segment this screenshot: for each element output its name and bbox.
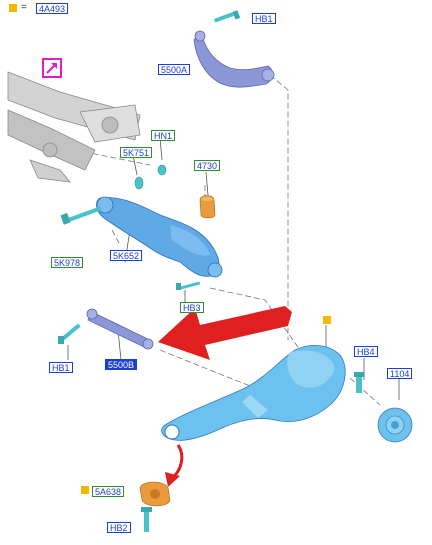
label-5A638[interactable]: 5A638 xyxy=(92,486,125,497)
bolt-5K978 xyxy=(60,206,102,225)
label-4730[interactable]: 4730 xyxy=(194,160,221,171)
knuckle-trailing-arm xyxy=(161,345,346,441)
bushing-5A638 xyxy=(139,481,171,507)
lower-control-arm-5K652 xyxy=(96,196,223,278)
solid-leaders xyxy=(67,137,400,527)
label-5K978[interactable]: 5K978 xyxy=(51,257,84,268)
label-5500B[interactable]: 5500B xyxy=(105,359,138,370)
bolt-hb2 xyxy=(141,507,152,532)
bolt-hb4 xyxy=(354,372,364,393)
label-hb3[interactable]: HB3 xyxy=(180,302,204,313)
label-hb1-left[interactable]: HB1 xyxy=(49,362,73,373)
label-hb1-top[interactable]: HB1 xyxy=(252,13,276,24)
legend-part-label[interactable]: 4A493 xyxy=(36,3,69,14)
label-5K652[interactable]: 5K652 xyxy=(110,250,143,261)
bolt-hb1-left xyxy=(58,323,81,344)
label-5500A[interactable]: 5500A xyxy=(158,64,191,75)
red-arrow-large xyxy=(158,306,292,360)
bolt-hb3 xyxy=(176,281,201,290)
hub-1104 xyxy=(377,407,413,443)
upper-arm-5500A xyxy=(193,30,275,88)
label-hb2[interactable]: HB2 xyxy=(107,522,131,533)
label-5K751[interactable]: 5K751 xyxy=(120,147,153,158)
bolt-hb1-top xyxy=(213,10,241,23)
marker-5A638-icon xyxy=(81,486,89,494)
bumpstop-4730 xyxy=(199,195,216,219)
toe-link-5500B xyxy=(86,308,154,350)
red-arrow-small xyxy=(170,444,184,480)
label-hn1[interactable]: HN1 xyxy=(151,130,176,141)
reference-arrow-icon[interactable] xyxy=(42,58,62,78)
label-hb4[interactable]: HB4 xyxy=(354,346,378,357)
nut-5K751 xyxy=(134,164,167,190)
red-arrowhead-small xyxy=(165,472,180,487)
marker-knuckle-icon xyxy=(323,316,331,324)
legend-marker-icon xyxy=(9,4,17,12)
label-1104[interactable]: 1104 xyxy=(387,368,413,379)
legend-equals: = xyxy=(21,2,27,13)
crossmember xyxy=(7,71,141,183)
